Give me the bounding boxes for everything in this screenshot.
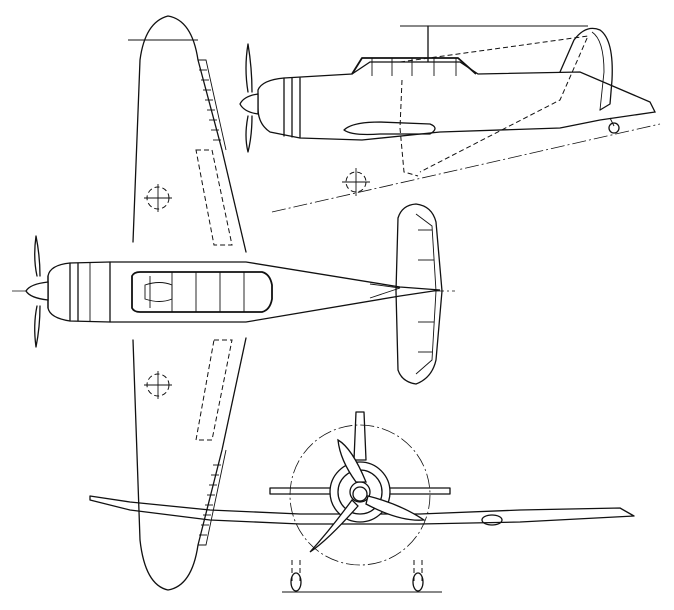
lower-aileron xyxy=(198,449,227,546)
side-marking xyxy=(342,168,370,196)
upper-flap xyxy=(195,149,233,246)
upper-aileron xyxy=(198,59,227,151)
propeller-side xyxy=(239,43,259,153)
propeller-top xyxy=(25,235,49,348)
front-blade-1 xyxy=(337,438,367,483)
canopy-side xyxy=(351,57,477,75)
front-view xyxy=(89,411,635,593)
front-spinner xyxy=(352,486,368,502)
horizontal-stabilizer xyxy=(395,203,443,385)
fuselage-side xyxy=(257,61,656,141)
tail-wheel xyxy=(608,122,620,134)
lower-wing xyxy=(132,337,247,591)
front-blade-2 xyxy=(365,495,426,521)
wing-fairing xyxy=(343,121,436,136)
side-view xyxy=(239,25,661,213)
front-wing xyxy=(89,495,635,525)
upper-wing xyxy=(132,15,247,253)
vertical-tail xyxy=(559,27,613,111)
side-view-datum-line xyxy=(271,123,661,213)
canopy-top xyxy=(131,271,273,313)
spinner-top xyxy=(25,281,49,301)
dive-brake-outline xyxy=(399,79,419,177)
upper-wing-marking xyxy=(144,184,172,212)
propeller-disc xyxy=(289,424,431,566)
left-gear xyxy=(291,560,301,584)
front-fin xyxy=(353,411,367,461)
top-view xyxy=(12,15,455,591)
lower-wing-marking xyxy=(144,371,172,399)
right-gear xyxy=(413,560,423,584)
front-blade-3 xyxy=(309,499,359,553)
lower-flap xyxy=(195,339,233,441)
